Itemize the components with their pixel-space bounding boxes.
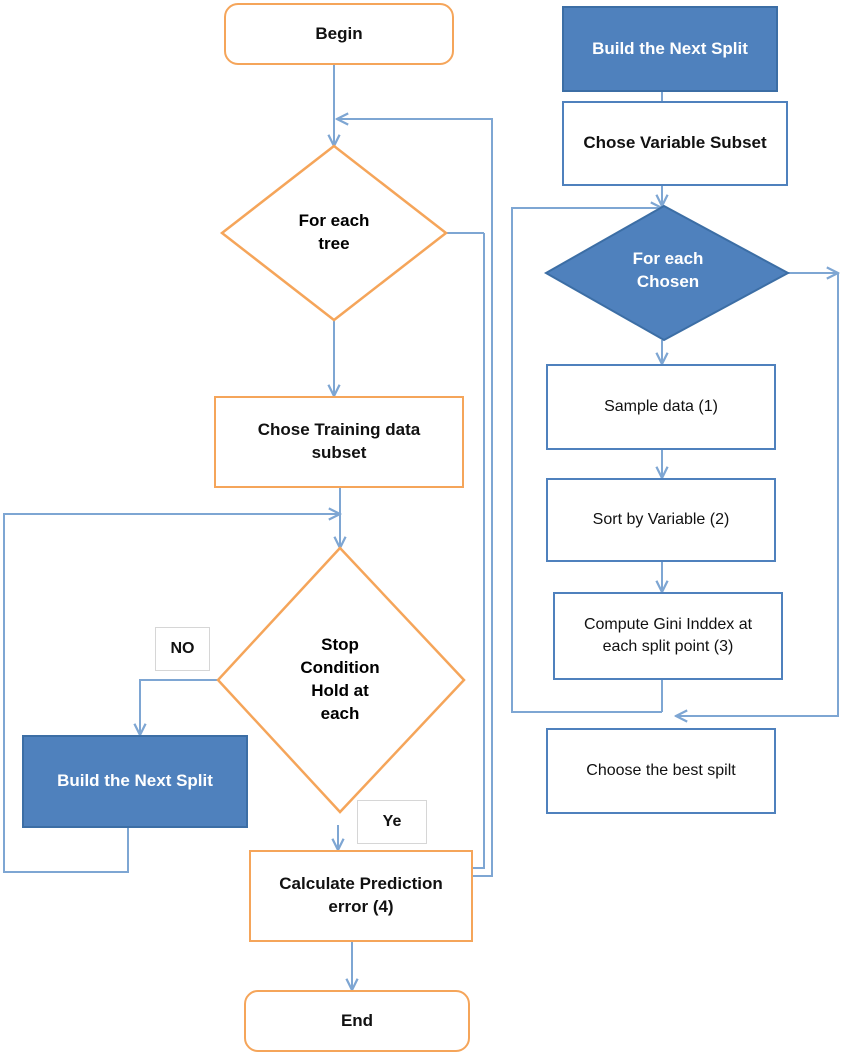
loop-gini-back-to-chosen xyxy=(511,208,662,713)
best-split-box: Choose the best spilt xyxy=(546,728,776,814)
sample-data-box: Sample data (1) xyxy=(546,364,776,450)
sort-variable-label: Sort by Variable (2) xyxy=(592,511,730,529)
right-header-label: Build the Next Split xyxy=(592,38,748,58)
prediction-error-box: Calculate Prediction error (4) xyxy=(249,850,473,942)
begin-label: Begin xyxy=(315,23,363,43)
decision-stop-label: Stop Condition Hold at each xyxy=(300,635,380,723)
sort-variable-box: Sort by Variable (2) xyxy=(546,478,776,562)
sample-data-label: Sample data (1) xyxy=(604,398,718,416)
decision-chosen-label: For each Chosen xyxy=(632,249,704,291)
gini-index-box: Compute Gini Inddex at each split point … xyxy=(553,592,783,680)
no-branch-label: NO xyxy=(155,627,210,671)
loop-build-split-back xyxy=(3,514,340,873)
training-subset-box: Chose Training data subset xyxy=(214,396,464,488)
best-split-label: Choose the best spilt xyxy=(586,762,736,780)
training-subset-label: Chose Training data subset xyxy=(257,420,421,462)
decision-stop-condition xyxy=(216,546,466,814)
variable-subset-box: Chose Variable Subset xyxy=(562,101,788,186)
loop-to-best-split xyxy=(676,273,839,716)
yes-branch-label: Ye xyxy=(357,800,427,844)
prediction-error-label: Calculate Prediction error (4) xyxy=(279,874,443,916)
decision-for-each-tree xyxy=(219,144,449,322)
variable-subset-label: Chose Variable Subset xyxy=(583,133,767,153)
decision-tree-label: For each tree xyxy=(298,211,370,253)
build-next-split-box: Build the Next Split xyxy=(22,735,248,828)
right-header-box: Build the Next Split xyxy=(562,6,778,92)
arrow-stop-no xyxy=(140,679,218,735)
decision-for-each-chosen xyxy=(543,204,791,342)
loop-end-of-trees xyxy=(362,233,485,868)
end-terminal: End xyxy=(244,990,470,1052)
begin-terminal: Begin xyxy=(224,3,454,65)
build-next-split-label: Build the Next Split xyxy=(57,771,213,791)
end-label: End xyxy=(340,1010,374,1030)
gini-index-label: Compute Gini Inddex at each split point … xyxy=(583,616,753,655)
